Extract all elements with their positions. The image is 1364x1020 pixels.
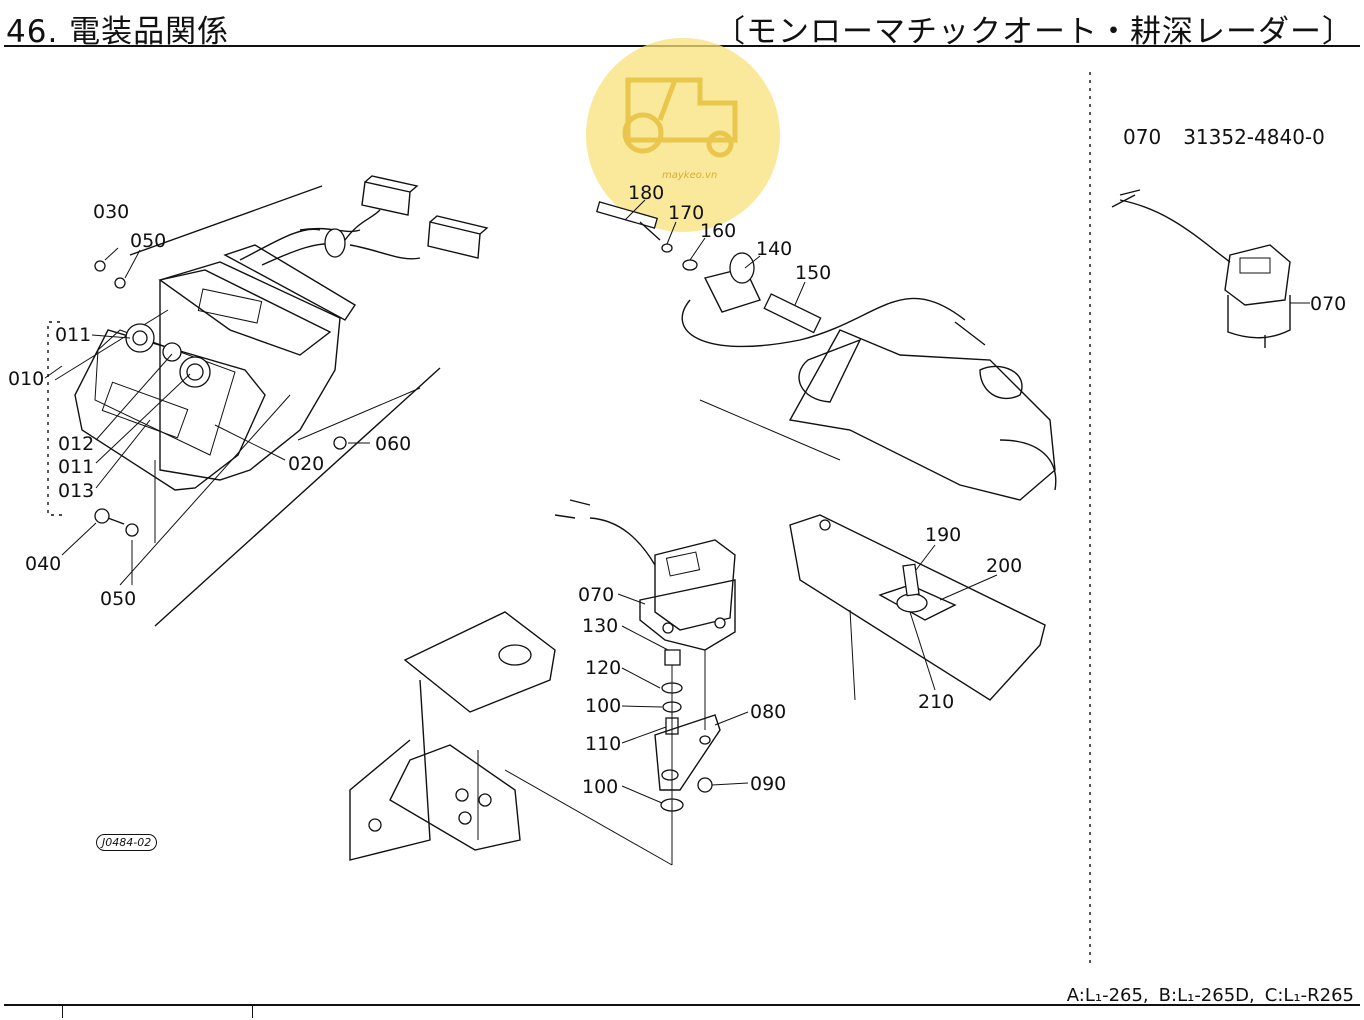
tractor-logo-icon: maykeo.vn bbox=[586, 38, 780, 232]
model-a: A:L₁-265, bbox=[1066, 985, 1149, 1006]
label-090: 090 bbox=[750, 773, 786, 795]
label-011: 011 bbox=[55, 324, 91, 346]
label-080: 080 bbox=[750, 701, 786, 723]
label-100-b: 100 bbox=[582, 776, 618, 798]
label-150: 150 bbox=[795, 262, 831, 284]
label-120: 120 bbox=[585, 657, 621, 679]
label-200: 200 bbox=[986, 555, 1022, 577]
label-130: 130 bbox=[582, 615, 618, 637]
label-210: 210 bbox=[918, 691, 954, 713]
model-applicability: A:L₁-265, B:L₁-265D, C:L₁-R265 bbox=[1057, 985, 1354, 1006]
sensor-070-detail bbox=[1111, 189, 1310, 348]
label-050-b: 050 bbox=[100, 588, 136, 610]
label-160: 160 bbox=[700, 220, 736, 242]
label-060: 060 bbox=[375, 433, 411, 455]
label-070-b: 070 bbox=[1310, 293, 1346, 315]
lever-switch-assembly bbox=[789, 514, 1046, 701]
depth-sensor-assembly bbox=[595, 199, 1057, 501]
control-panel-assembly bbox=[44, 175, 489, 627]
page-subtitle: 〔モンローマチックオート・耕深レーダー〕 bbox=[714, 14, 1354, 50]
label-110: 110 bbox=[585, 733, 621, 755]
page-title: 46. 電装品関係 bbox=[6, 14, 230, 50]
part-labels: 030 050 011 010 012 011 013 020 060 040 … bbox=[8, 182, 1346, 798]
label-140: 140 bbox=[756, 238, 792, 260]
label-030: 030 bbox=[93, 201, 129, 223]
label-070: 070 bbox=[578, 584, 614, 606]
label-012: 012 bbox=[58, 433, 94, 455]
label-050: 050 bbox=[130, 230, 166, 252]
footer-rule bbox=[4, 1004, 1360, 1006]
switch-assembly bbox=[349, 499, 749, 866]
label-040: 040 bbox=[25, 553, 61, 575]
label-013: 013 bbox=[58, 480, 94, 502]
footer-tick bbox=[62, 1004, 63, 1018]
label-010: 010 bbox=[8, 368, 44, 390]
label-170: 170 bbox=[668, 202, 704, 224]
label-020: 020 bbox=[288, 453, 324, 475]
model-b: B:L₁-265D, bbox=[1158, 985, 1255, 1006]
footer-tick bbox=[252, 1004, 253, 1018]
label-100: 100 bbox=[585, 695, 621, 717]
part-number: 31352-4840-0 bbox=[1183, 125, 1325, 149]
label-190: 190 bbox=[925, 524, 961, 546]
label-011-b: 011 bbox=[58, 456, 94, 478]
drawing-code-badge: J0484-02 bbox=[96, 834, 158, 851]
model-c: C:L₁-R265 bbox=[1264, 985, 1354, 1006]
label-180: 180 bbox=[628, 182, 664, 204]
watermark-text: maykeo.vn bbox=[662, 170, 717, 181]
part-ref: 070 bbox=[1123, 125, 1162, 149]
part-number-callout: 070 31352-4840-0 bbox=[1123, 125, 1347, 149]
